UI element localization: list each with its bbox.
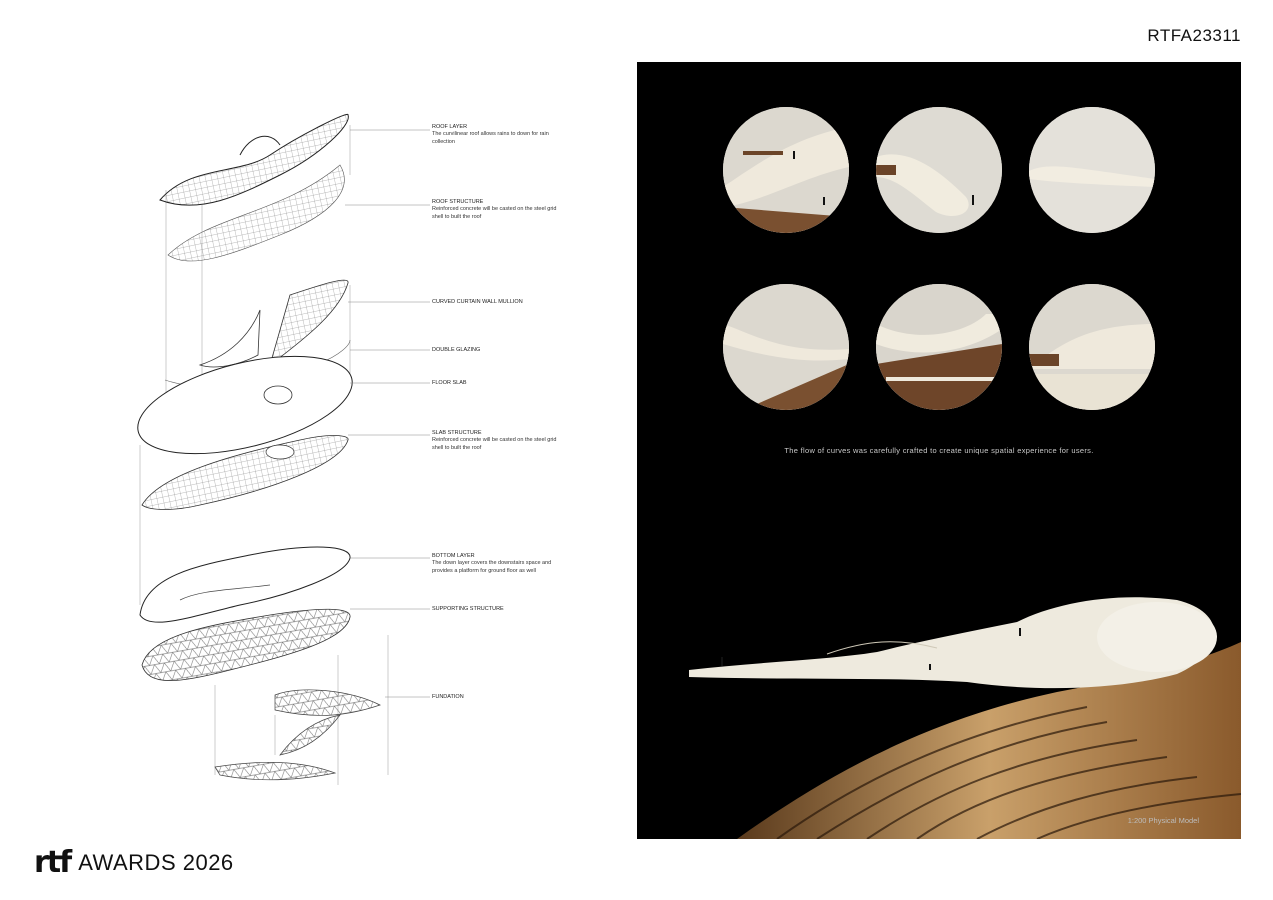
supporting-structure-shape xyxy=(141,608,351,681)
model-photo-panel: The flow of curves was carefully crafted… xyxy=(637,62,1241,839)
roof-structure-shape xyxy=(167,164,345,262)
label-title: DOUBLE GLAZING xyxy=(432,347,481,353)
project-code: RTFA23311 xyxy=(1147,26,1241,45)
model-photo-circle-1 xyxy=(723,107,849,233)
slab-structure-shape xyxy=(141,435,349,510)
label-title: ROOF LAYER xyxy=(432,124,468,130)
label-double-glazing: DOUBLE GLAZING xyxy=(432,347,562,354)
label-roof-structure: ROOF STRUCTURE Reinforced concrete will … xyxy=(432,199,562,221)
label-title: FLOOR SLAB xyxy=(432,380,467,386)
model-photo-circle-4 xyxy=(723,284,849,410)
model-label: 1:200 Physical Model xyxy=(1127,816,1199,825)
label-supporting-structure: SUPPORTING STRUCTURE xyxy=(432,606,562,613)
label-curtain-wall: CURVED CURTAIN WALL MULLION xyxy=(432,299,562,306)
label-floor-slab: FLOOR SLAB xyxy=(432,380,562,387)
exploded-axonometric-diagram xyxy=(120,95,630,795)
physical-model-photo xyxy=(689,597,1241,839)
label-desc: Reinforced concrete will be casted on th… xyxy=(432,437,557,451)
label-foundation: FUNDATION xyxy=(432,694,562,701)
label-title: FUNDATION xyxy=(432,694,464,700)
label-title: ROOF STRUCTURE xyxy=(432,199,484,205)
label-desc: The curvilinear roof allows rains to dow… xyxy=(432,131,549,145)
roof-layer-shape xyxy=(159,113,349,206)
label-desc: The down layer covers the downstairs spa… xyxy=(432,560,552,574)
label-slab-structure: SLAB STRUCTURE Reinforced concrete will … xyxy=(432,430,562,452)
model-photo-circle-2 xyxy=(876,107,1002,233)
label-bottom-layer: BOTTOM LAYER The down layer covers the d… xyxy=(432,553,562,575)
model-photo-circle-6 xyxy=(1029,284,1155,410)
rtf-awards-logo: rtf AWARDS 2026 xyxy=(34,848,234,878)
label-title: SUPPORTING STRUCTURE xyxy=(432,606,504,612)
floor-slab-shape xyxy=(137,355,353,455)
foundation-shape xyxy=(274,689,381,716)
label-desc: Reinforced concrete will be casted on th… xyxy=(432,206,557,220)
curtain-wall-shape xyxy=(269,279,349,367)
label-title: BOTTOM LAYER xyxy=(432,553,475,559)
logo-text: AWARDS 2026 xyxy=(78,850,234,875)
label-title: SLAB STRUCTURE xyxy=(432,430,482,436)
diagram-drawing xyxy=(137,113,430,785)
logo-mark: rtf xyxy=(34,845,72,880)
panel-caption: The flow of curves was carefully crafted… xyxy=(784,446,1094,455)
model-photo-circle-5 xyxy=(876,284,1002,410)
label-title: CURVED CURTAIN WALL MULLION xyxy=(432,299,523,305)
label-roof-layer: ROOF LAYER The curvilinear roof allows r… xyxy=(432,124,562,146)
model-photo-circle-3 xyxy=(1029,107,1155,233)
